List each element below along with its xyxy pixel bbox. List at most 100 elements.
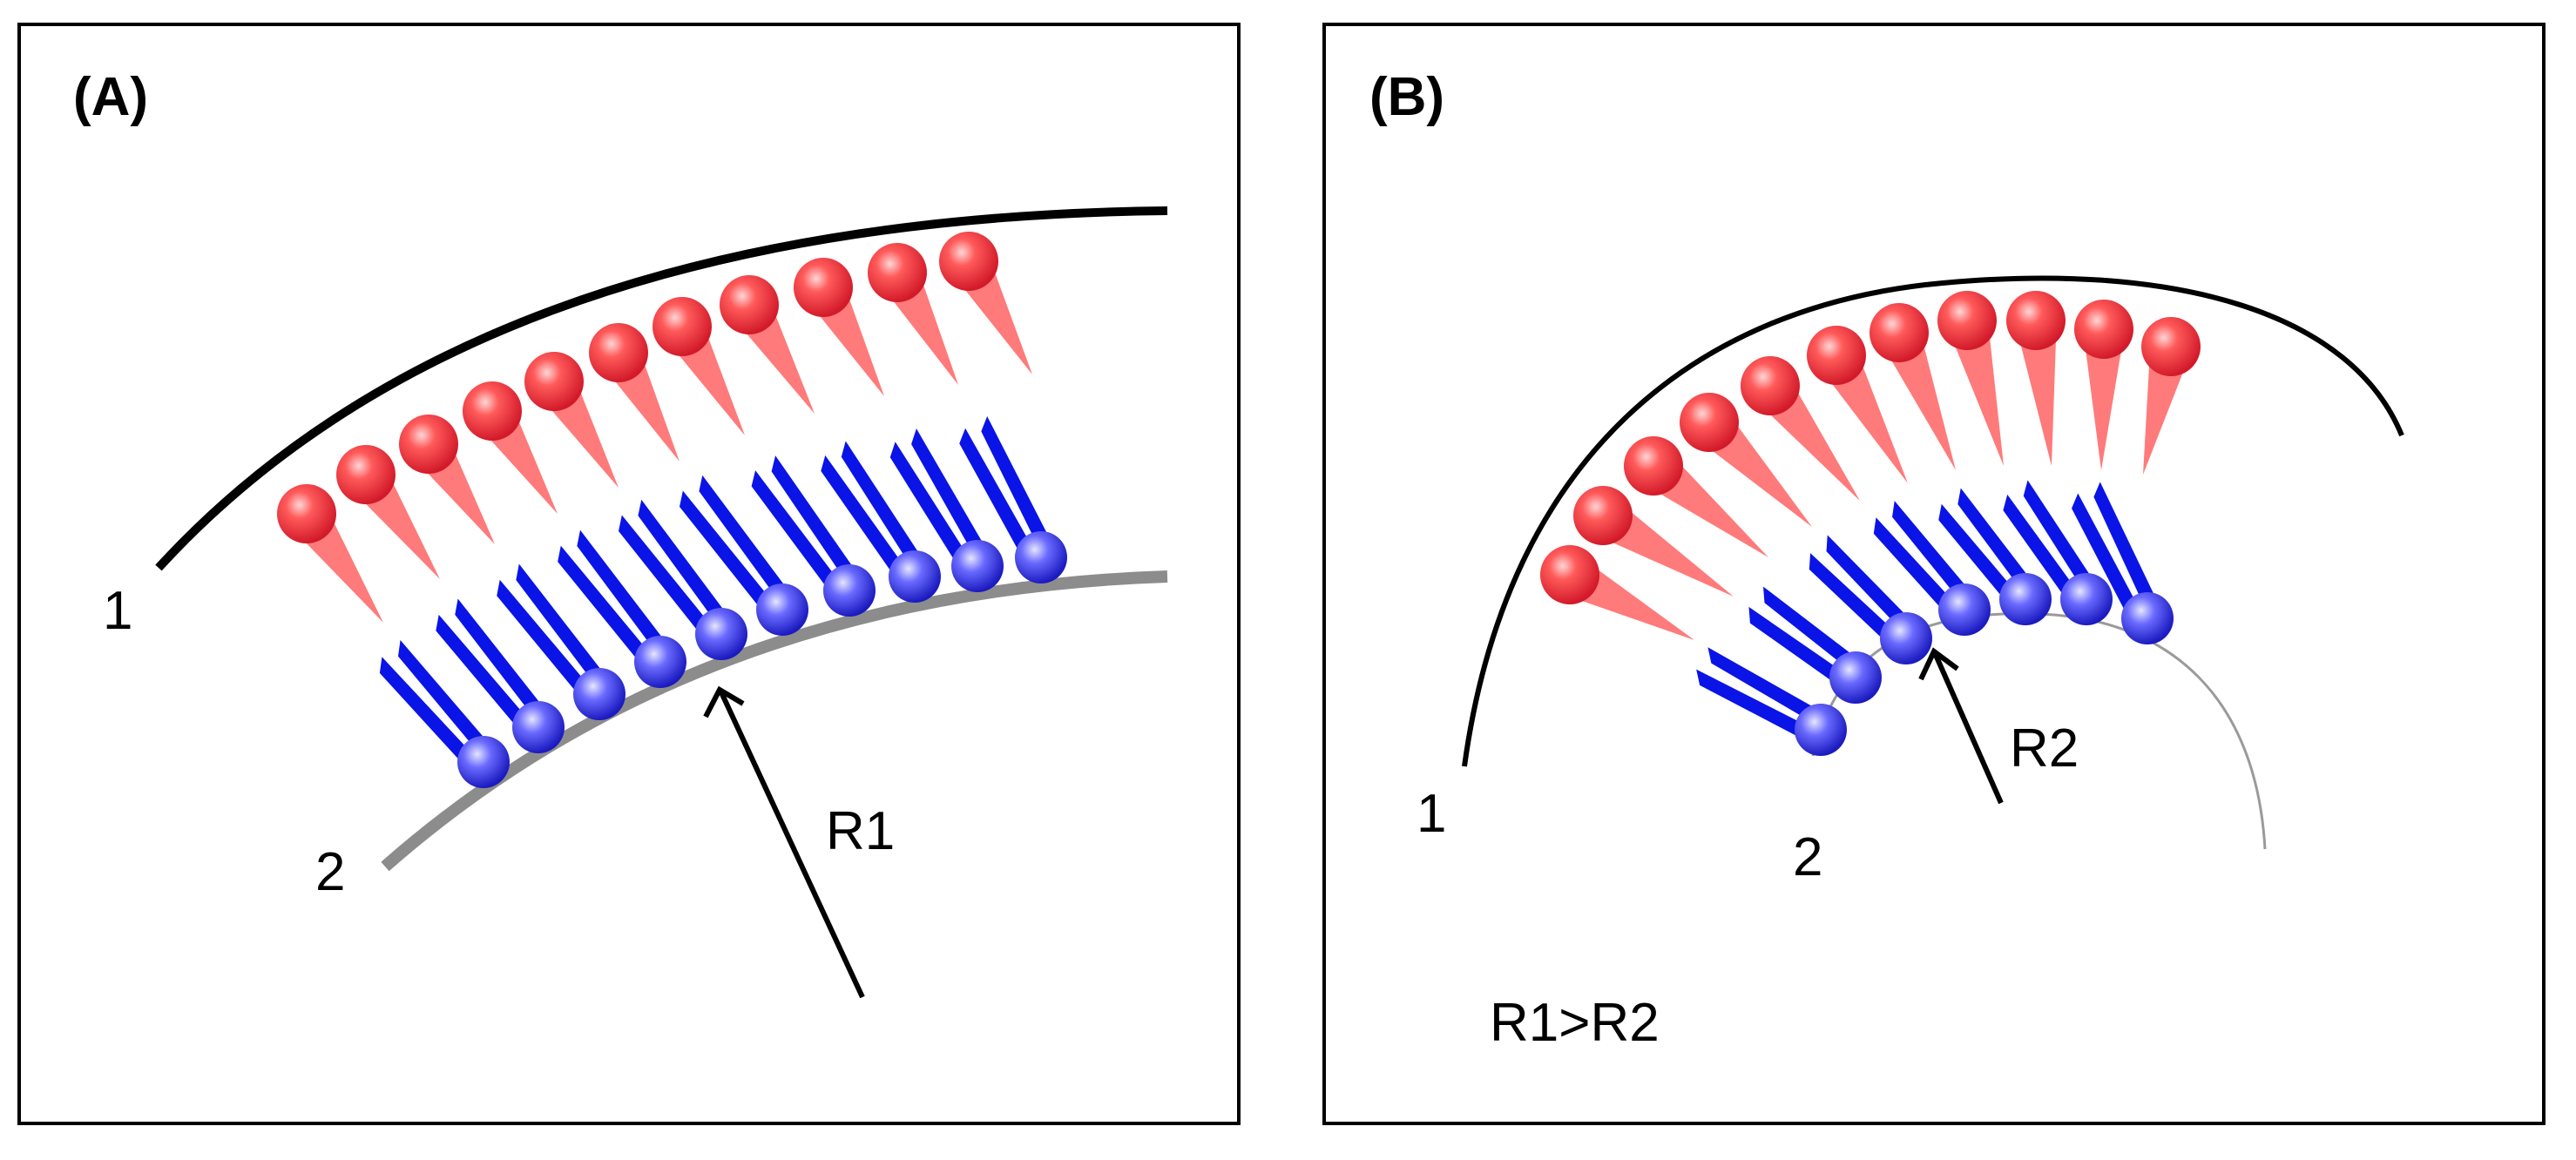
- blue-lipid-head: [1829, 651, 1882, 704]
- blue-lipid-tail: [1938, 503, 2018, 604]
- red-lipid: [868, 243, 958, 385]
- panel-b-letter: (B): [1369, 67, 1444, 127]
- panel-b-red-lipids: [1540, 291, 2201, 640]
- panel-a-outer-curve: [155, 206, 1168, 571]
- blue-lipid-head: [457, 736, 510, 788]
- panel-b-outer-curve: [1462, 275, 2404, 767]
- blue-lipid-tail: [2023, 480, 2095, 591]
- red-lipid-head: [1741, 356, 1800, 415]
- red-lipid: [399, 415, 495, 544]
- red-lipid-head: [524, 352, 584, 411]
- blue-lipid: [379, 640, 510, 788]
- blue-lipid-tail: [2072, 493, 2141, 618]
- blue-lipid: [1938, 488, 2052, 625]
- blue-lipid-tail: [981, 415, 1051, 549]
- blue-lipid: [1873, 501, 1991, 636]
- red-lipid: [2141, 317, 2201, 475]
- red-lipid-head: [1937, 291, 1997, 350]
- blue-lipid: [821, 441, 941, 603]
- red-lipid-head: [1540, 545, 1599, 604]
- blue-lipid-tail: [455, 598, 546, 719]
- blue-lipid: [1748, 586, 1882, 704]
- panel-a-radius-label: R1: [826, 801, 895, 861]
- blue-lipid-tail: [1763, 586, 1858, 671]
- blue-lipid-tail: [771, 455, 858, 583]
- red-lipid-head: [2141, 317, 2201, 376]
- blue-lipid: [558, 529, 686, 688]
- blue-lipid-tail: [751, 470, 842, 594]
- red-lipid-head: [2006, 291, 2066, 350]
- blue-lipid-head: [2121, 592, 2174, 644]
- blue-lipid-tail: [638, 499, 729, 626]
- red-lipid-head: [794, 258, 853, 317]
- blue-lipid-head: [1015, 531, 1067, 583]
- blue-lipid-tail: [1826, 535, 1911, 631]
- blue-lipid-head: [1999, 573, 2052, 625]
- blue-lipid-tail: [1873, 517, 1957, 615]
- red-lipid-tail: [2143, 341, 2192, 475]
- blue-lipid-head: [573, 668, 625, 720]
- panel-a-radius-arrow: [703, 685, 865, 999]
- blue-lipid: [1809, 535, 1932, 664]
- panel-a-inner-curve: [381, 570, 1168, 872]
- red-lipid: [939, 232, 1032, 374]
- blue-lipid: [619, 499, 747, 660]
- blue-lipid: [751, 455, 876, 617]
- blue-lipid-tail: [1696, 669, 1812, 741]
- red-lipid-head: [399, 415, 458, 474]
- panel-a-curve-2-label: 2: [315, 842, 345, 902]
- blue-lipid: [679, 475, 808, 636]
- blue-lipid-head: [1880, 612, 1932, 664]
- blue-lipid: [1696, 647, 1847, 756]
- blue-lipid-head: [823, 564, 876, 617]
- red-lipid-head: [1869, 303, 1929, 362]
- blue-lipid-tail: [398, 640, 490, 754]
- red-lipid-tail: [1946, 315, 2004, 466]
- blue-lipid-head: [1795, 704, 1847, 756]
- panel-b-comparison-label: R1>R2: [1490, 993, 1660, 1053]
- red-lipid-head: [652, 297, 712, 356]
- panel-b-blue-lipids: [1696, 480, 2174, 756]
- blue-lipid-tail: [497, 579, 592, 698]
- red-lipid-head: [336, 445, 396, 504]
- red-lipid-head: [868, 243, 927, 302]
- blue-lipid-tail: [679, 490, 775, 613]
- blue-lipid: [2072, 482, 2174, 644]
- blue-lipid-tail: [911, 428, 987, 557]
- blue-lipid-tail: [1748, 606, 1848, 686]
- blue-lipid-head: [634, 636, 686, 688]
- red-lipid: [1937, 291, 2004, 466]
- red-lipid-head: [939, 232, 998, 291]
- red-lipid-tail: [2083, 328, 2125, 470]
- panel-b-radius-label: R2: [2010, 718, 2079, 779]
- red-lipid-head: [2074, 300, 2133, 359]
- red-lipid: [589, 323, 679, 462]
- blue-lipid-tail: [1809, 553, 1898, 644]
- blue-lipid-tail: [2003, 494, 2079, 602]
- red-lipid-head: [1680, 393, 1739, 452]
- panel-b-radius-arrow: [1918, 647, 2004, 805]
- blue-lipid-tail: [889, 442, 971, 568]
- blue-lipid-tail: [619, 515, 714, 637]
- panel-a-red-lipids: [277, 232, 1032, 623]
- blue-lipid-tail: [436, 614, 531, 732]
- blue-lipid: [436, 598, 565, 753]
- red-lipid: [2006, 291, 2066, 466]
- blue-lipid: [497, 563, 625, 720]
- blue-lipid-tail: [699, 475, 790, 602]
- red-lipid: [1680, 393, 1812, 527]
- red-lipid-head: [463, 381, 522, 441]
- red-lipid: [720, 275, 815, 414]
- blue-lipid-tail: [577, 529, 668, 654]
- blue-lipid: [2003, 480, 2113, 625]
- blue-lipid-head: [756, 583, 808, 636]
- red-lipid-tail: [2015, 318, 2057, 466]
- blue-lipid-tail: [379, 657, 477, 767]
- red-lipid: [1573, 486, 1734, 597]
- blue-lipid-head: [512, 701, 565, 753]
- blue-lipid-head: [695, 608, 747, 660]
- blue-lipid-tail: [1957, 488, 2033, 591]
- panel-a-blue-lipids: [379, 415, 1067, 788]
- panel-b-curve-1-label: 1: [1416, 784, 1446, 844]
